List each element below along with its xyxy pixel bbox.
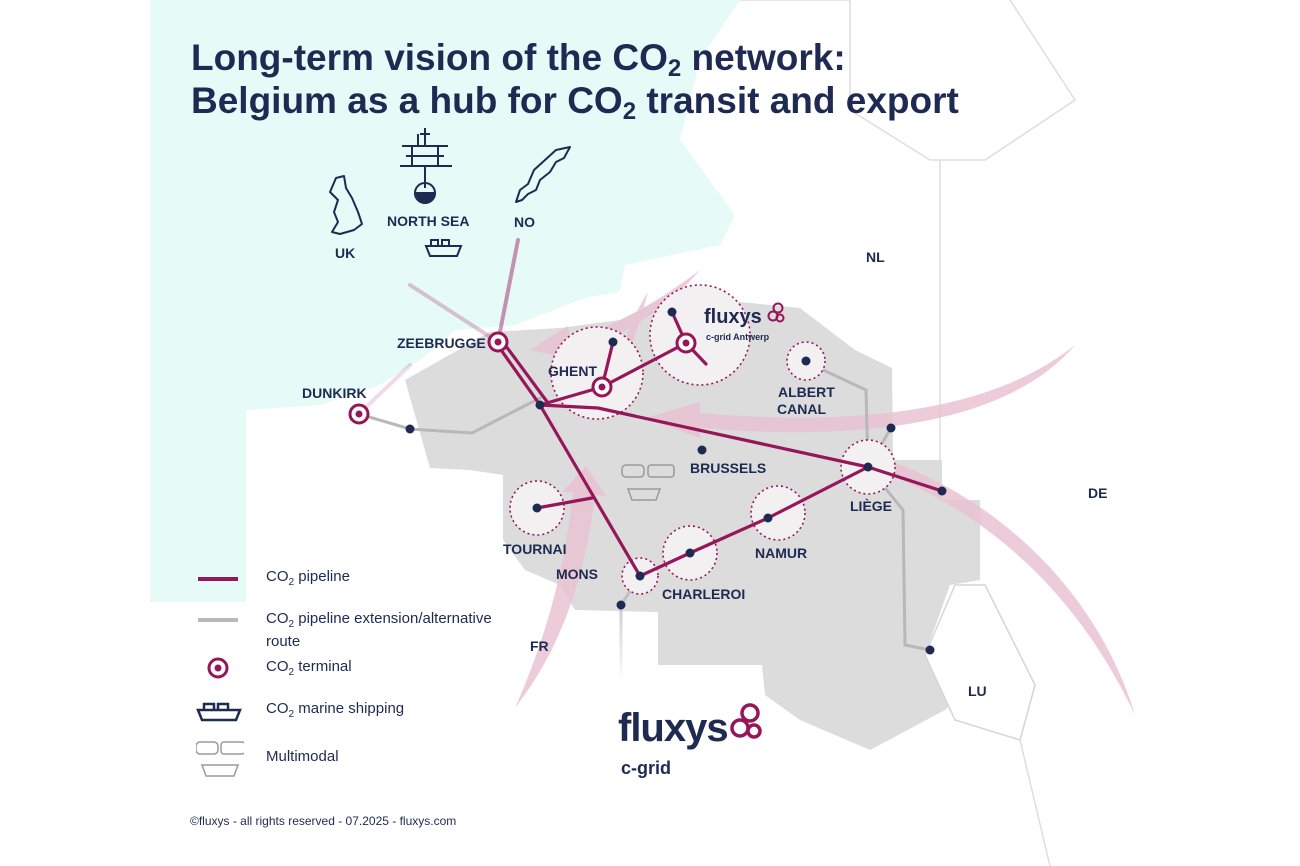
terminal-icon-ghent: [591, 376, 613, 398]
offshore-platform-icon: [400, 128, 452, 204]
terminal-icon-antwerp: [675, 332, 697, 354]
label-liege: LIÈGE: [850, 498, 892, 514]
extension-line-icon: [198, 618, 238, 622]
label-brussels: BRUSSELS: [690, 460, 766, 476]
label-namur: NAMUR: [755, 545, 807, 561]
route-no: [496, 238, 520, 344]
flow-arrow-ghent: [600, 292, 648, 385]
extension-dunkirk: [357, 396, 542, 435]
fluxys-antwerp-logo: fluxys c-grid Antwerp: [704, 302, 785, 342]
incoming-routes: [357, 238, 1062, 493]
pipeline-mons-liege: [638, 465, 870, 578]
page-title: Long-term vision of the CO2 network: Bel…: [191, 37, 959, 125]
belgium-land: [405, 300, 980, 750]
multimodal-icon-map: [621, 464, 675, 501]
pipeline-ghent-main: [538, 403, 944, 493]
label-fr: FR: [530, 638, 549, 654]
terminal-icon-zeebrugge: [487, 331, 509, 353]
luxembourg-outline: [924, 584, 1036, 741]
pipeline-line-icon: [198, 577, 238, 581]
ship-icon: [196, 702, 242, 722]
norway-map-icon: [515, 146, 571, 203]
terminal-icons: [348, 331, 697, 425]
ship-icon: [424, 239, 463, 257]
label-zeebrugge: ZEEBRUGGE: [397, 335, 486, 351]
pipeline-network: [492, 310, 944, 578]
copyright-footer: ©fluxys - all rights reserved - 07.2025 …: [190, 814, 457, 828]
flow-arrow-fr: [515, 466, 606, 708]
fluxys-knot-icon: [767, 302, 785, 323]
label-nl: NL: [866, 249, 885, 265]
uk-map-icon: [329, 175, 363, 235]
label-no: NO: [514, 214, 535, 230]
network-nodes: [405, 307, 947, 655]
label-de: DE: [1088, 485, 1107, 501]
route-north-sea: [408, 283, 500, 344]
label-north-sea: NORTH SEA: [387, 213, 469, 229]
terminal-icon-dunkirk: [348, 403, 370, 425]
extension-lux: [866, 465, 932, 652]
label-uk: UK: [335, 245, 355, 261]
label-charleroi: CHARLEROI: [662, 586, 745, 602]
multimodal-icon: [196, 741, 244, 777]
pipeline-tournai: [535, 496, 594, 510]
label-mons: MONS: [556, 566, 598, 582]
pipeline-zeebrugge-mons: [538, 403, 642, 578]
route-dunkirk-sea: [357, 363, 412, 416]
label-dunkirk: DUNKIRK: [302, 385, 367, 401]
fluxys-knot-icon: [730, 703, 762, 739]
fluxys-c-grid-logo: fluxys c-grid: [618, 703, 762, 778]
label-tournai: TOURNAI: [503, 541, 567, 557]
label-ghent: GHENT: [548, 363, 597, 379]
label-albert-canal-1: ALBERT: [778, 384, 835, 400]
label-lu: LU: [968, 683, 987, 699]
sea-area: [150, 0, 740, 602]
label-albert-canal-2: CANAL: [777, 401, 826, 417]
pipeline-zeebrugge-south-2: [501, 340, 550, 405]
terminal-icon: [207, 657, 229, 679]
